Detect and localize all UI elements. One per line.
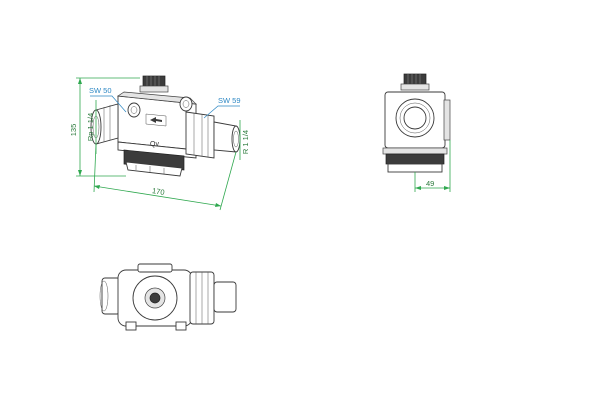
width-dimension: 49 — [426, 179, 434, 188]
side-view-dimensions: 49 — [414, 140, 451, 192]
outlet-thread-label: R 1 1/4 — [241, 130, 250, 154]
outlet-connection — [185, 111, 241, 159]
height-dimension: 135 — [69, 124, 78, 137]
side-view — [382, 73, 451, 173]
inlet-thread-label: Rp 1 1/4 — [86, 113, 95, 141]
wrench-size-inlet: SW 50 — [89, 86, 112, 95]
length-dimension: 170 — [152, 186, 166, 197]
valve-body — [116, 91, 197, 159]
inlet-connection — [90, 103, 119, 145]
body-marking: Qv — [150, 141, 159, 148]
valve-base — [123, 149, 185, 177]
wrench-size-outlet: SW 59 — [218, 96, 241, 105]
top-view — [99, 263, 237, 331]
front-view: Qv — [90, 75, 241, 177]
flow-arrow-icon — [150, 117, 162, 123]
front-view-callouts: SW 50 SW 59 — [89, 86, 241, 119]
front-view-dimensions: 135 170 Rp 1 1/4 R 1 1/4 — [69, 77, 250, 211]
side-knob — [400, 73, 430, 91]
valve-knob — [139, 75, 169, 93]
